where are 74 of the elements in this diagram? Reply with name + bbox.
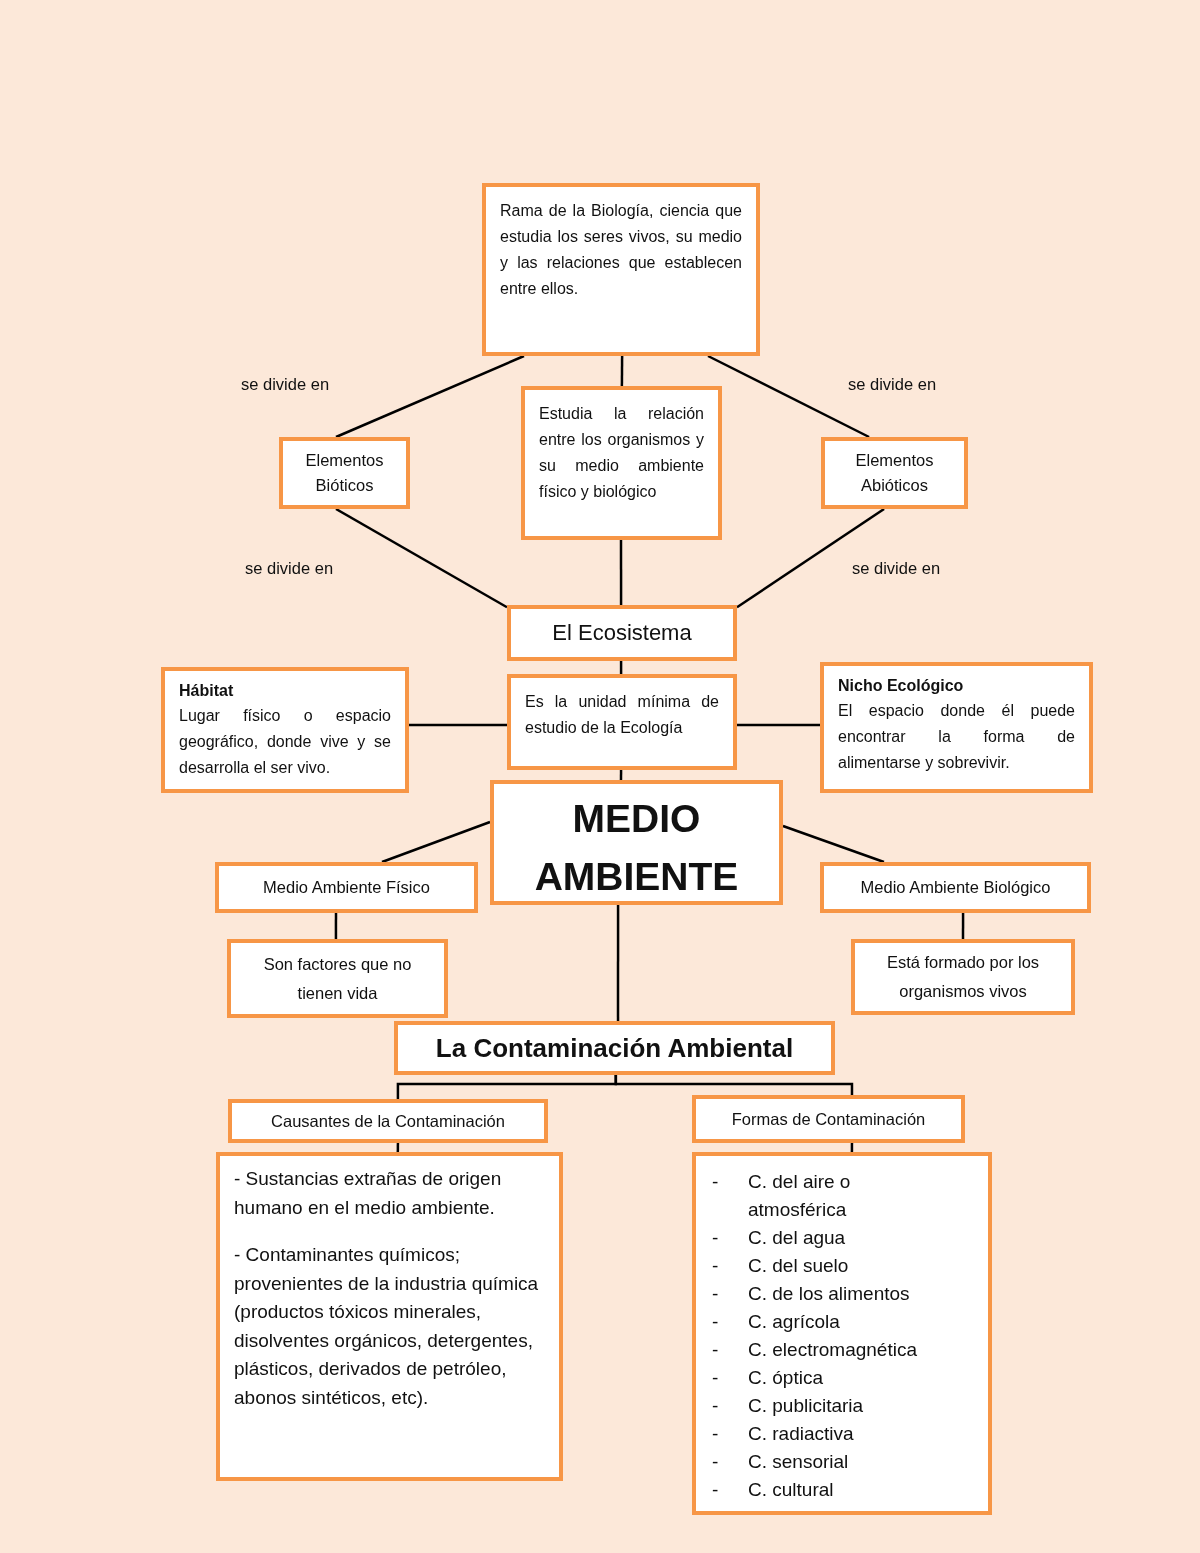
bullet-paragraph: - Sustancias extrañas de origen humano en el medio ambiente. — [234, 1167, 503, 1220]
concept-box — [821, 437, 968, 509]
list-item-text: C. del agua — [748, 1226, 847, 1250]
connector-line — [381, 820, 491, 864]
concept-box — [394, 1021, 835, 1075]
box-heading: Nicho Ecológico — [838, 676, 965, 696]
central-concept-text: MEDIO AMBIENTE — [533, 796, 740, 900]
list-item-text: C. cultural — [748, 1478, 835, 1502]
connector-line — [961, 913, 965, 939]
list-dash: - — [712, 1422, 720, 1446]
list-dash: - — [712, 1478, 720, 1502]
list-dash: - — [712, 1338, 720, 1362]
list-item-text: C. del suelo — [748, 1254, 850, 1278]
connector-line — [614, 1075, 854, 1095]
list-dash: - — [712, 1366, 720, 1390]
list-item-text: C. radiactiva — [748, 1422, 855, 1446]
connector-line — [737, 723, 820, 727]
list-item-text: C. electromagnética — [748, 1338, 918, 1362]
concept-box — [820, 862, 1091, 913]
connector-line — [335, 354, 525, 439]
list-item-text: C. publicitaria — [748, 1394, 865, 1418]
box-text: Estudia la relación entre los organismos y su medio ambiente físico y biológico — [539, 404, 704, 502]
box-text: Medio Ambiente Físico — [263, 877, 430, 898]
concept-box — [228, 1099, 548, 1143]
box-text: Son factores que no tienen vida — [262, 953, 413, 1004]
list-dash: - — [712, 1226, 720, 1250]
concept-box — [227, 939, 448, 1018]
concept-box — [820, 662, 1093, 793]
list-item-text: C. de los alimentos — [748, 1282, 911, 1306]
connector-line — [409, 723, 507, 727]
concept-box — [692, 1095, 965, 1143]
list-dash: - — [712, 1310, 720, 1334]
box-text: Elementos Abióticos — [854, 450, 935, 496]
box-heading: Hábitat — [179, 681, 235, 701]
list-dash: - — [712, 1282, 720, 1306]
connector-line — [616, 905, 620, 1021]
box-text: Elementos Bióticos — [304, 450, 385, 496]
connector-line — [619, 540, 623, 605]
list-dash: - — [712, 1170, 720, 1194]
concept-box — [692, 1152, 992, 1515]
concept-box — [507, 674, 737, 770]
concept-box — [482, 183, 760, 356]
concept-box — [490, 780, 783, 905]
box-text: Causantes de la Contaminación — [271, 1110, 505, 1132]
bullet-paragraph: - Contaminantes químicos; provenientes de la industria química (productos tóxicos minerales, disolventes orgánicos, detergentes, plásticos, derivados de petróleo, abonos sintéticos, etc). — [234, 1243, 540, 1410]
list-dash: - — [712, 1394, 720, 1418]
concept-box — [521, 386, 722, 540]
list-dash: - — [712, 1450, 720, 1474]
concept-heading: La Contaminación Ambiental — [435, 1032, 794, 1064]
box-text: Lugar físico o espacio geográfico, donde vive y se desarrolla el ser vivo. — [179, 706, 391, 778]
box-text: Formas de Contaminación — [731, 1108, 926, 1130]
box-text: El espacio donde él puede encontrar la forma de alimentarse y sobrevivir. — [838, 701, 1075, 773]
connector-line — [334, 913, 338, 939]
concept-box — [161, 667, 409, 793]
box-text: El Ecosistema — [552, 619, 692, 647]
concept-box — [215, 862, 478, 913]
concept-box — [279, 437, 410, 509]
list-dash: - — [712, 1254, 720, 1278]
concept-box — [507, 605, 737, 661]
box-text: Medio Ambiente Biológico — [860, 877, 1051, 898]
box-text: Está formado por los organismos vivos — [885, 952, 1041, 1002]
concept-box — [851, 939, 1075, 1015]
connector-line — [782, 824, 885, 864]
list-item-text: C. del aire o atmosférica — [748, 1170, 852, 1222]
box-text: Rama de la Biología, ciencia que estudia los seres vivos, su medio y las relaciones que establecen entre ellos. — [500, 201, 742, 299]
box-text: Es la unidad mínima de estudio de la Ecología — [525, 692, 719, 738]
connector-line — [620, 356, 624, 386]
list-item-text: C. agrícola — [748, 1310, 841, 1334]
list-item-text: C. sensorial — [748, 1450, 850, 1474]
concept-box — [216, 1152, 563, 1481]
connector-line — [707, 354, 870, 439]
connector-line — [736, 507, 885, 609]
list-item-text: C. óptica — [748, 1366, 824, 1390]
connector-line — [335, 507, 508, 609]
